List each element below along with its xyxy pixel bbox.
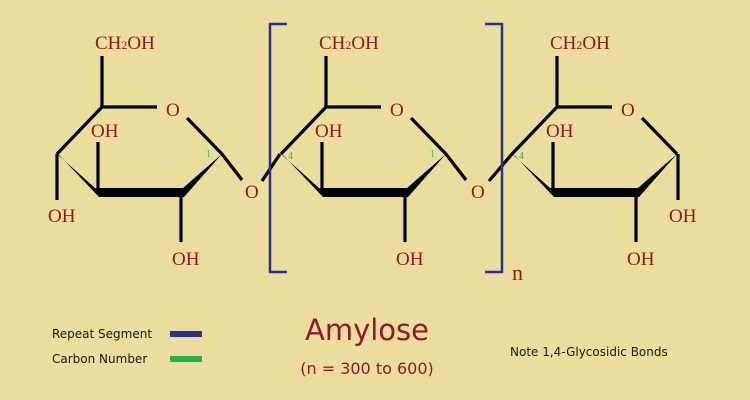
bond — [487, 152, 514, 183]
repeat-bracket-left — [268, 22, 287, 274]
hydroxyl-label: OH — [91, 121, 119, 142]
legend-swatch-repeat-segment — [170, 331, 202, 337]
legend-swatch-carbon-number — [170, 356, 202, 362]
carbon-number-1: 1 — [430, 149, 435, 160]
hydroxyl-label: OH — [396, 249, 424, 270]
bond — [185, 116, 224, 156]
carbon-number-1: 1 — [206, 149, 211, 160]
glycosidic-oxygen: O — [245, 182, 259, 203]
ring-oxygen: O — [621, 100, 635, 121]
bond — [220, 153, 244, 181]
diagram-title: Amylose — [305, 313, 429, 347]
ring-oxygen: O — [390, 100, 404, 121]
legend: Repeat Segment Carbon Number — [52, 327, 202, 366]
wedge-bond — [181, 154, 222, 197]
wedge-bond — [405, 154, 446, 197]
repeat-bracket-right — [485, 22, 504, 274]
repeat-count-n: n — [512, 260, 523, 285]
ch2oh-label: CH2OH — [95, 33, 155, 54]
glucose-ring-1: CH2OH O OH OH OH 1 — [48, 33, 244, 270]
wedge-bond — [95, 188, 183, 197]
hydroxyl-label: OH — [172, 249, 200, 270]
wedge-bond — [319, 188, 407, 197]
carbon-number-4: 4 — [519, 151, 524, 162]
diagram-subtitle: (n = 300 to 600) — [300, 359, 434, 378]
bond — [55, 105, 104, 156]
carbon-number-4: 4 — [288, 151, 293, 162]
hydroxyl-label: OH — [546, 121, 574, 142]
glycosidic-bond-note: Note 1,4-Glycosidic Bonds — [510, 345, 668, 359]
ring-oxygen: O — [166, 100, 180, 121]
ch2oh-label: CH2OH — [319, 33, 379, 54]
wedge-bond — [57, 154, 99, 197]
hydroxyl-label: OH — [48, 206, 76, 227]
ch2oh-label: CH2OH — [550, 33, 610, 54]
legend-label-carbon-number: Carbon Number — [52, 352, 147, 366]
glycosidic-oxygen: O — [471, 182, 485, 203]
wedge-bond — [636, 154, 677, 197]
glucose-ring-2: CH2OH O OH OH 4 1 — [279, 33, 468, 270]
legend-label-repeat-segment: Repeat Segment — [52, 327, 152, 341]
hydroxyl-label: OH — [315, 121, 343, 142]
wedge-bond — [550, 188, 638, 197]
hydroxyl-label: OH — [627, 249, 655, 270]
hydroxyl-label: OH — [669, 206, 697, 227]
bond — [510, 105, 559, 156]
bond — [409, 116, 448, 156]
bond — [640, 116, 679, 156]
bond — [444, 153, 468, 181]
glucose-ring-3: CH2OH O OH OH OH 4 — [510, 33, 697, 270]
bond — [279, 105, 328, 156]
